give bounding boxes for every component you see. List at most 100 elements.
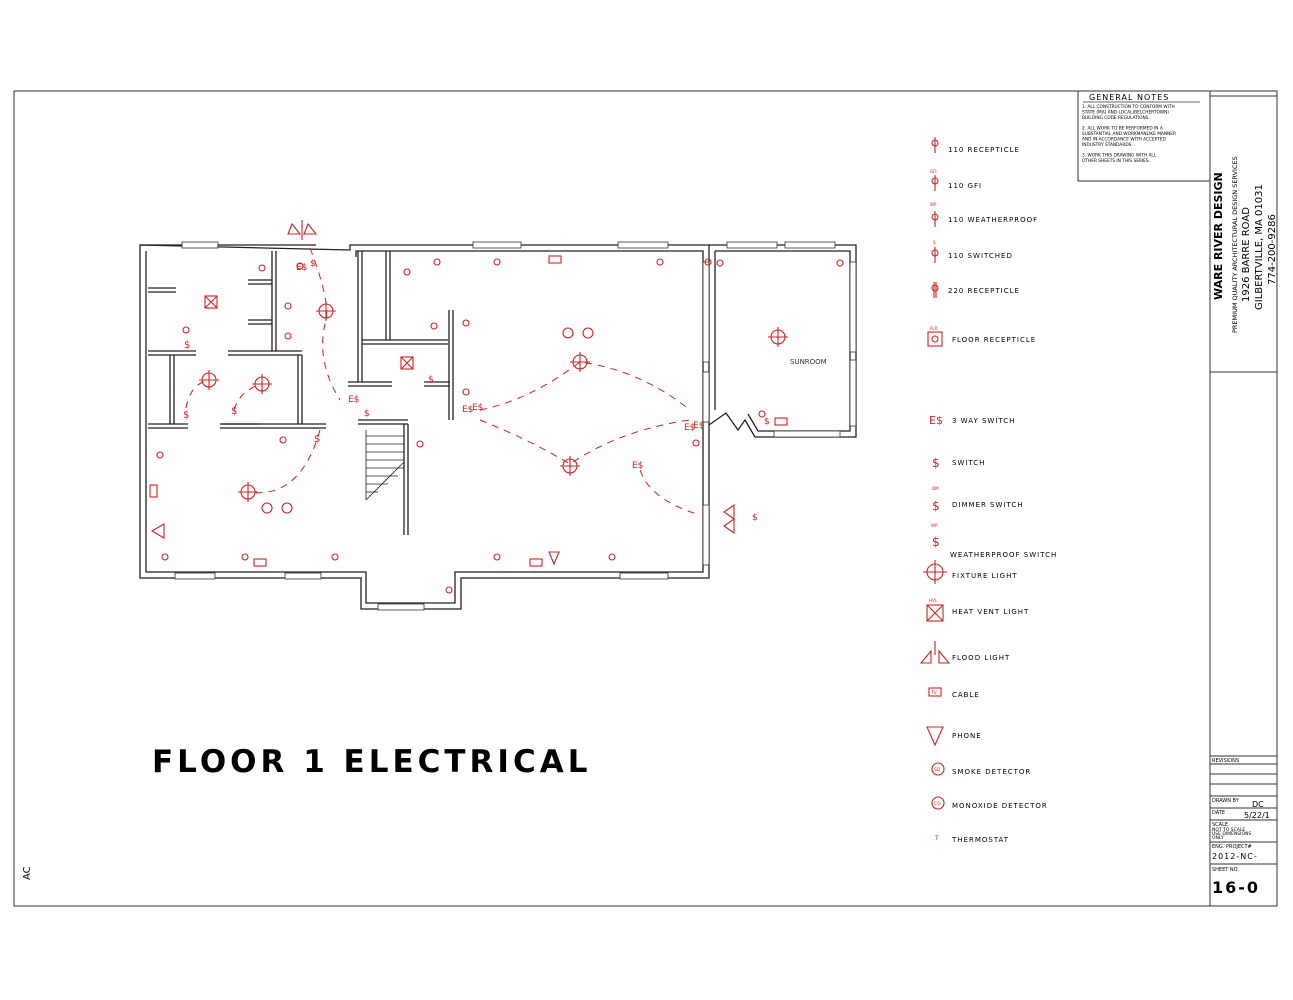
date-label: DATE <box>1212 810 1225 816</box>
220-receptacle-icon <box>931 282 939 298</box>
legend-label: FIXTURE LIGHT <box>952 572 1018 580</box>
svg-text:DM: DM <box>932 486 939 491</box>
general-notes-box: GENERAL NOTES 1. ALL CONSTRUCTION TO CON… <box>1077 90 1211 182</box>
general-note-line: OTHER SHEETS IN THIS SERIES. <box>1082 158 1150 164</box>
svg-text:WP: WP <box>930 202 937 207</box>
legend-label: SWITCH <box>952 459 985 467</box>
floor-plan: SUNROOM <box>139 220 857 611</box>
monoxide-detector-icon: CO <box>931 796 945 810</box>
fixture-lights <box>199 301 788 502</box>
legend-label: 110 WEATHERPROOF <box>948 216 1038 224</box>
project-label: ENG. PROJECT# <box>1212 844 1252 850</box>
dimmer-switch-icon: $DM <box>932 486 940 513</box>
general-note-line: 1. ALL CONSTRUCTION TO CONFORM WITH <box>1082 104 1175 110</box>
general-note-line: INDUSTRY STANDARDS. <box>1082 142 1133 148</box>
stairs <box>365 430 405 501</box>
weatherproof-switch-icon: $ WP <box>931 523 940 549</box>
receptacles <box>156 258 844 594</box>
legend-label: THERMOSTAT <box>951 836 1009 844</box>
legend-label: 110 GFI <box>948 182 982 190</box>
legend-label: 110 RECEPTICLE <box>948 146 1020 154</box>
switches: $ $ $ $ E$ $ E$ $ $ E$ E$ E$ E$ E$ $ $ <box>183 259 770 523</box>
weatherproof-receptacle-icon: WP <box>930 202 939 227</box>
3-way-switch-icon: E$ <box>929 414 943 427</box>
sheet-border <box>13 90 1278 907</box>
general-note-line: AND IN ACCORDANCE WITH ACCEPTED <box>1082 137 1167 143</box>
interior-walls <box>148 251 454 535</box>
svg-text:CO: CO <box>934 801 941 807</box>
company-address-street: 1926 BARRE ROAD <box>1241 207 1252 302</box>
side-initials: AC <box>22 866 33 880</box>
3-way-switch-glyph: E$ <box>929 414 943 427</box>
general-note-line: BUILDING CODE REGULATIONS. <box>1082 115 1150 121</box>
svg-text:$: $ <box>428 375 434 385</box>
switch-glyph: $ <box>932 456 940 470</box>
general-notes-list: 1. ALL CONSTRUCTION TO CONFORM WITHSTATE… <box>1082 104 1176 164</box>
smoke-detector-icon: SD <box>931 762 945 776</box>
legend-label: 110 SWITCHED <box>948 252 1013 260</box>
company-tagline: PREMIUM QUALITY ARCHITECTURAL DESIGN SER… <box>1231 156 1239 333</box>
switch-icon: $ <box>932 456 940 470</box>
heat-vent-light-icon: HVL <box>926 598 944 622</box>
detectors <box>261 327 594 514</box>
scale-note-line: USE DIMENSIONS <box>1212 831 1251 837</box>
svg-text:$: $ <box>314 434 320 445</box>
svg-text:GFI: GFI <box>930 169 937 174</box>
svg-text:E$: E$ <box>462 405 473 415</box>
svg-text:$: $ <box>310 259 316 269</box>
legend-label: HEAT VENT LIGHT <box>952 608 1029 616</box>
floor-receptacle-icon: FLR <box>927 326 943 347</box>
svg-text:E$: E$ <box>472 403 483 413</box>
general-notes-heading: GENERAL NOTES <box>1089 93 1169 102</box>
sheet-label: SHEET NO. <box>1212 867 1239 873</box>
symbol-legend: 110 RECEPTICLE GFI 110 GFI WP 110 WEATHERPRO… <box>919 137 1057 844</box>
svg-text:$: $ <box>183 410 189 421</box>
svg-text:E$: E$ <box>348 395 359 405</box>
svg-text:TV: TV <box>930 690 938 696</box>
drawn-by-value: DC <box>1252 800 1264 809</box>
svg-text:WP: WP <box>931 523 938 528</box>
scale-note-line: NOT TO SCALE <box>1212 827 1245 833</box>
legend-label: 220 RECEPTICLE <box>948 287 1020 295</box>
wp-switch-glyph: $ <box>932 535 940 549</box>
svg-text:HVL: HVL <box>929 598 938 603</box>
revisions-label: REVISIONS <box>1212 758 1239 764</box>
legend-label: SMOKE DETECTOR <box>952 768 1031 776</box>
general-note-line: STATE (MA) AND LOCAL(BELCHERTOWN) <box>1082 110 1169 116</box>
receptacle-icon <box>931 137 939 153</box>
cable-icon: TV <box>928 687 942 697</box>
thermostat-icon: T <box>934 835 939 842</box>
project-number: 2012-NC- <box>1212 852 1258 861</box>
legend-label: PHONE <box>952 732 982 740</box>
room-label-sunroom: SUNROOM <box>790 358 827 366</box>
svg-text:E$: E$ <box>296 263 307 273</box>
svg-text:E$: E$ <box>684 423 695 433</box>
company-name: WARE RIVER DESIGN <box>1212 172 1225 300</box>
title-block: WARE RIVER DESIGN PREMIUM QUALITY ARCHIT… <box>1209 95 1278 907</box>
scale-note-line: ONLY <box>1212 835 1224 841</box>
gfi-receptacle-icon: GFI <box>930 169 939 191</box>
switch-wiring <box>185 247 701 516</box>
general-note-line: 2. ALL WORK TO BE PERFORMED IN A <box>1082 126 1163 132</box>
legend-label: WEATHERPROOF SWITCH <box>950 551 1057 559</box>
fixture-light-icon <box>923 560 947 584</box>
svg-text:$: $ <box>184 340 190 351</box>
drawn-by-label: DRAWN BY <box>1212 798 1240 804</box>
sheet-number: 16-0 <box>1212 878 1260 897</box>
switched-receptacle-icon: S <box>931 240 939 263</box>
legend-label: FLOOD LIGHT <box>952 654 1010 662</box>
scale-label: SCALE <box>1212 822 1228 828</box>
svg-text:$: $ <box>364 409 370 419</box>
cable-phone-outlets <box>149 255 788 567</box>
svg-text:T: T <box>934 835 939 842</box>
phone-icon <box>926 726 944 747</box>
windows <box>174 241 857 611</box>
svg-text:SD: SD <box>934 767 941 773</box>
svg-text:E$: E$ <box>693 421 704 431</box>
legend-label: 3 WAY SWITCH <box>952 417 1015 425</box>
svg-text:$: $ <box>231 406 237 417</box>
legend-label: CABLE <box>952 691 980 699</box>
svg-text:$: $ <box>764 417 770 427</box>
